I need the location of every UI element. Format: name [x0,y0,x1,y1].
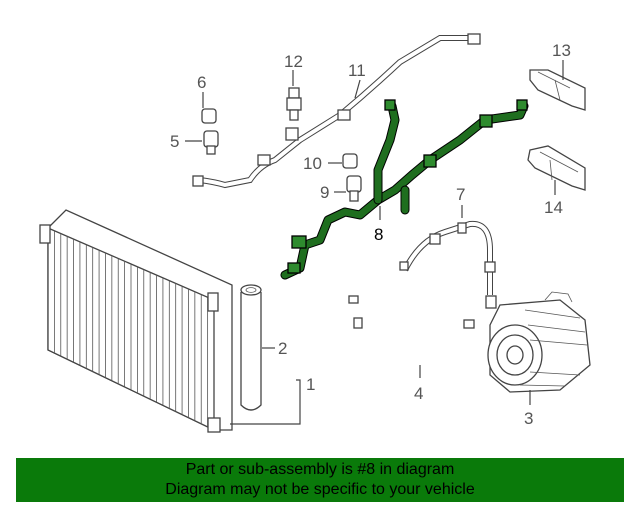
callout-3: 3 [524,409,533,428]
ac-compressor [487,291,591,393]
callout-7: 7 [456,185,465,204]
callout-13: 13 [552,41,571,60]
banner-line-1: Part or sub-assembly is #8 in diagram [185,461,455,478]
refrigerant-line-8 [280,99,529,280]
leader-lines [185,60,564,425]
callout-10: 10 [303,154,322,173]
cap-10 [342,153,358,169]
hose-7 [399,220,497,309]
callout-labels: 1 2 3 4 5 6 7 8 9 10 11 12 13 14 [170,41,571,428]
hose-4 [348,295,475,357]
callout-11: 11 [348,61,366,80]
receiver-drier [240,284,262,411]
cap-6 [201,108,217,124]
callout-6: 6 [197,73,206,92]
callout-4: 4 [414,384,423,403]
callout-9: 9 [320,183,329,202]
parts-diagram: 1 2 3 4 5 6 7 8 9 10 11 12 13 14 [39,33,591,433]
pressure-sensor-12 [286,87,302,121]
info-banner: Part or sub-assembly is #8 in diagram Di… [16,458,624,502]
callout-14: 14 [544,198,563,217]
callout-8: 8 [374,225,383,244]
banner-line-2: Diagram may not be specific to your vehi… [165,481,475,498]
callout-1: 1 [306,375,315,394]
bracket-14 [527,145,586,191]
o-ring-5 [203,130,219,155]
callout-2: 2 [278,339,287,358]
valve-9 [346,175,362,202]
bracket-13 [529,69,586,111]
hose-11 [192,33,481,189]
callout-12: 12 [284,52,303,71]
condenser [39,209,233,433]
callout-5: 5 [170,132,179,151]
